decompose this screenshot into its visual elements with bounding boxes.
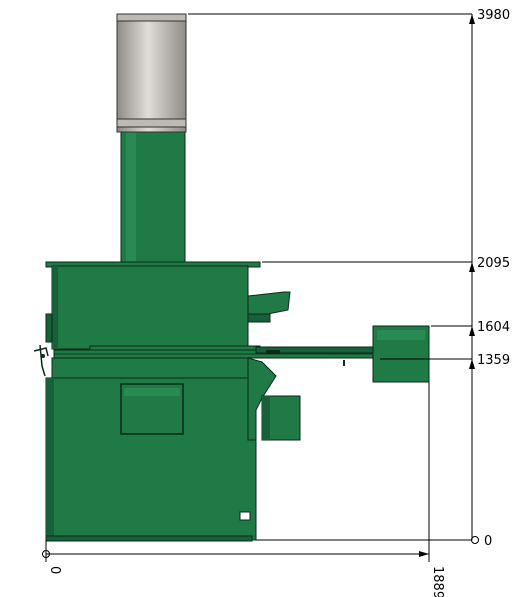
rod-hanger [343,360,345,366]
lower-band [51,357,249,379]
dim-label-0-horizontal: 0 [47,566,62,574]
arrow-1604 [469,326,475,336]
arrow-3980 [469,14,475,24]
origin-marker-vertical [471,536,479,544]
arrow-2095 [469,262,475,272]
chimney [116,13,187,265]
front-door-highlight [124,388,180,396]
dim-label-1889: 1889 [430,566,445,597]
dim-label-1604: 1604 [477,320,510,335]
arrow-1359 [469,359,475,369]
rod-clamp [266,350,280,354]
chimney-cap-rim-bottom [116,118,187,128]
loading-arm [33,325,430,383]
chimney-cap [116,13,187,133]
burner-housing [247,357,277,441]
dim-label-2095: 2095 [477,256,510,271]
origin-marker-horizontal [42,550,50,558]
chimney-pipe-highlight [126,130,136,262]
side-box-shade [377,330,425,340]
lower-left-edge [46,378,54,540]
dim-label-0-vertical: 0 [484,534,492,549]
base-plinth [45,535,253,542]
vertical-arrows [469,14,475,369]
spout-bracket [247,313,271,323]
burner-box-shade [262,396,270,440]
upper-chamber [45,261,291,350]
chimney-cap-rim-top [116,13,187,22]
chamber-body [51,265,249,350]
left-hook [33,344,49,377]
arrow-1889 [419,551,429,557]
ash-slot [239,511,251,521]
lower-chamber [45,357,301,542]
left-hook-pin [41,354,45,358]
vertical-dimensions [188,13,473,541]
chamber-left-edge [52,266,58,349]
left-door-hinge [45,313,53,343]
dim-label-1359: 1359 [477,353,510,368]
dim-label-3980: 3980 [477,8,510,23]
